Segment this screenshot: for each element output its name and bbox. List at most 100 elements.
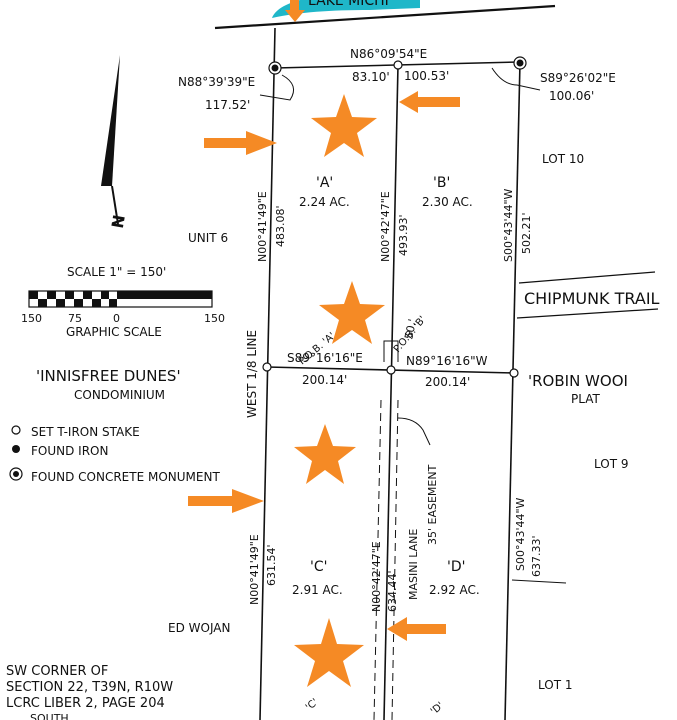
parcel-c-label: 'C': [310, 559, 327, 575]
survey-markers: [262, 56, 527, 378]
west-line: [259, 27, 276, 720]
chipmunk-bottom: [516, 308, 659, 319]
offset-distance: 50.': [402, 318, 419, 341]
mid-lower-distance: 634.44': [386, 570, 399, 612]
arrow-left-icon: [387, 617, 446, 641]
scale-tick-150-left: 150: [21, 312, 42, 325]
ne-bearing: S89°26'02"E: [540, 71, 616, 85]
scale-tick-0: 0: [113, 312, 120, 325]
chipmunk-top: [518, 271, 656, 284]
open-circle-icon: [11, 425, 21, 435]
pob-c: 'C': [304, 697, 321, 713]
arrow-right-icon: [188, 489, 264, 513]
area-labels: LOT 10 UNIT 6 CHIPMUNK TRAIL 'INNISFREE …: [6, 152, 660, 720]
plat-label: PLAT: [571, 392, 600, 406]
west-lower-bearing: N00°41'49"E: [248, 534, 261, 605]
star-icon: [294, 424, 356, 484]
scale-text: SCALE 1" = 150': [67, 265, 166, 279]
parcel-d-label: 'D': [447, 559, 465, 575]
parcel-a-area: 2.24 AC.: [299, 195, 350, 209]
unit-6: UNIT 6: [188, 231, 228, 245]
lot-10: LOT 10: [542, 152, 584, 166]
filled-circle-icon: [12, 445, 20, 453]
east-cross-stake: [509, 368, 519, 378]
east-upper-bearing: S00°43'44"W: [502, 188, 515, 262]
mid-upper-distance: 493.93': [397, 214, 410, 256]
ne-distance: 100.06': [549, 89, 594, 103]
scale-tick-75: 75: [68, 312, 82, 325]
mid-lower-bearing: N00°42'47"E: [370, 541, 383, 612]
east-lower-bearing: S00°43'44"W: [514, 497, 527, 571]
nw-distance: 117.52': [205, 98, 250, 112]
north-right-distance: 100.53': [404, 69, 449, 83]
easement-left: [373, 399, 382, 720]
legend: SET T-IRON STAKE FOUND IRON FOUND CONCRE…: [9, 425, 220, 484]
west-upper-distance: 483.08': [274, 205, 287, 247]
north-arrow-head: [101, 55, 120, 186]
north-arrow: N: [101, 55, 129, 230]
monument-icon-inner: [13, 471, 19, 477]
sw-corner-line2: SECTION 22, T39N, R10W: [6, 680, 173, 695]
shoreline-line: [214, 4, 556, 30]
cross-left-bearing: S89°16'16"E: [287, 351, 363, 365]
star-icon: [311, 94, 377, 157]
condominium: CONDOMINIUM: [74, 388, 165, 402]
ne-monument: [513, 56, 527, 70]
legend-set-stake: SET T-IRON STAKE: [31, 425, 140, 439]
lot-1: LOT 1: [538, 678, 572, 692]
pob-d: 'D': [429, 700, 446, 717]
east-line: [504, 61, 521, 720]
easement-leader: [397, 417, 431, 446]
sw-corner-line1: SW CORNER OF: [6, 664, 108, 679]
cross-right-distance: 200.14': [425, 375, 470, 389]
cross-right-bearing: N89°16'16"W: [406, 354, 488, 368]
west-upper-bearing: N00°41'49"E: [256, 191, 269, 262]
ne-leader: [491, 67, 541, 91]
robin-woods: 'ROBIN WOOI: [528, 372, 628, 390]
star-icon: [294, 618, 364, 687]
scale-checker: [29, 291, 212, 307]
legend-concrete-monument: FOUND CONCRETE MONUMENT: [31, 470, 220, 484]
parcel-a-label: 'A': [316, 175, 333, 191]
bearings: N86°09'54"E 83.10' 100.53' N88°39'39"E 1…: [178, 47, 616, 612]
south-label-cut: SOUTH: [30, 712, 69, 720]
masini-lane: MASINI LANE: [407, 529, 420, 600]
scale-tick-150-right: 150: [204, 312, 225, 325]
middle-cross-stake: [386, 365, 396, 375]
scale-caption: GRAPHIC SCALE: [66, 325, 162, 339]
north-arrow-shaft: [111, 185, 119, 225]
north-letter: N: [108, 213, 129, 229]
shoreline: LAKE MICHI: [214, 0, 556, 30]
nw-bearing: N88°39'39"E: [178, 75, 255, 89]
west-eighth-line: WEST 1/8 LINE: [245, 330, 259, 418]
sw-corner-line3: LCRC LIBER 2, PAGE 204: [6, 696, 165, 711]
north-middle-stake: [393, 60, 403, 70]
middle-line: [383, 64, 399, 720]
parcel-c-area: 2.91 AC.: [292, 583, 343, 597]
nw-leader: [259, 74, 295, 101]
west-lower-distance: 631.54': [265, 544, 278, 586]
parcel-b-label: 'B': [433, 175, 450, 191]
water-strip: [272, 0, 420, 18]
chipmunk-trail: CHIPMUNK TRAIL: [524, 289, 660, 308]
cross-left-distance: 200.14': [302, 373, 347, 387]
easement-right: [391, 399, 399, 720]
offset-bracket: [383, 340, 399, 362]
arrow-left-icon: [399, 91, 460, 113]
shoreline-label: LAKE MICHI: [308, 0, 389, 9]
arrow-down-icon: [285, 0, 305, 22]
nw-monument: [268, 61, 282, 75]
east-upper-distance: 502.21': [520, 212, 533, 254]
lot-line-right: [511, 579, 567, 584]
annotations: [188, 0, 460, 687]
star-icon: [319, 281, 385, 344]
legend-found-iron: FOUND IRON: [31, 444, 108, 458]
arrow-right-icon: [204, 131, 277, 155]
easement-label: 35' EASEMENT: [426, 464, 439, 545]
west-cross-stake: [262, 362, 272, 372]
innisfree-dunes: 'INNISFREE DUNES': [36, 367, 181, 385]
parcel-d-area: 2.92 AC.: [429, 583, 480, 597]
graphic-scale: SCALE 1" = 150' 150 75 0 150 GRAPHIC SCA…: [21, 265, 225, 339]
lot-9: LOT 9: [594, 457, 628, 471]
